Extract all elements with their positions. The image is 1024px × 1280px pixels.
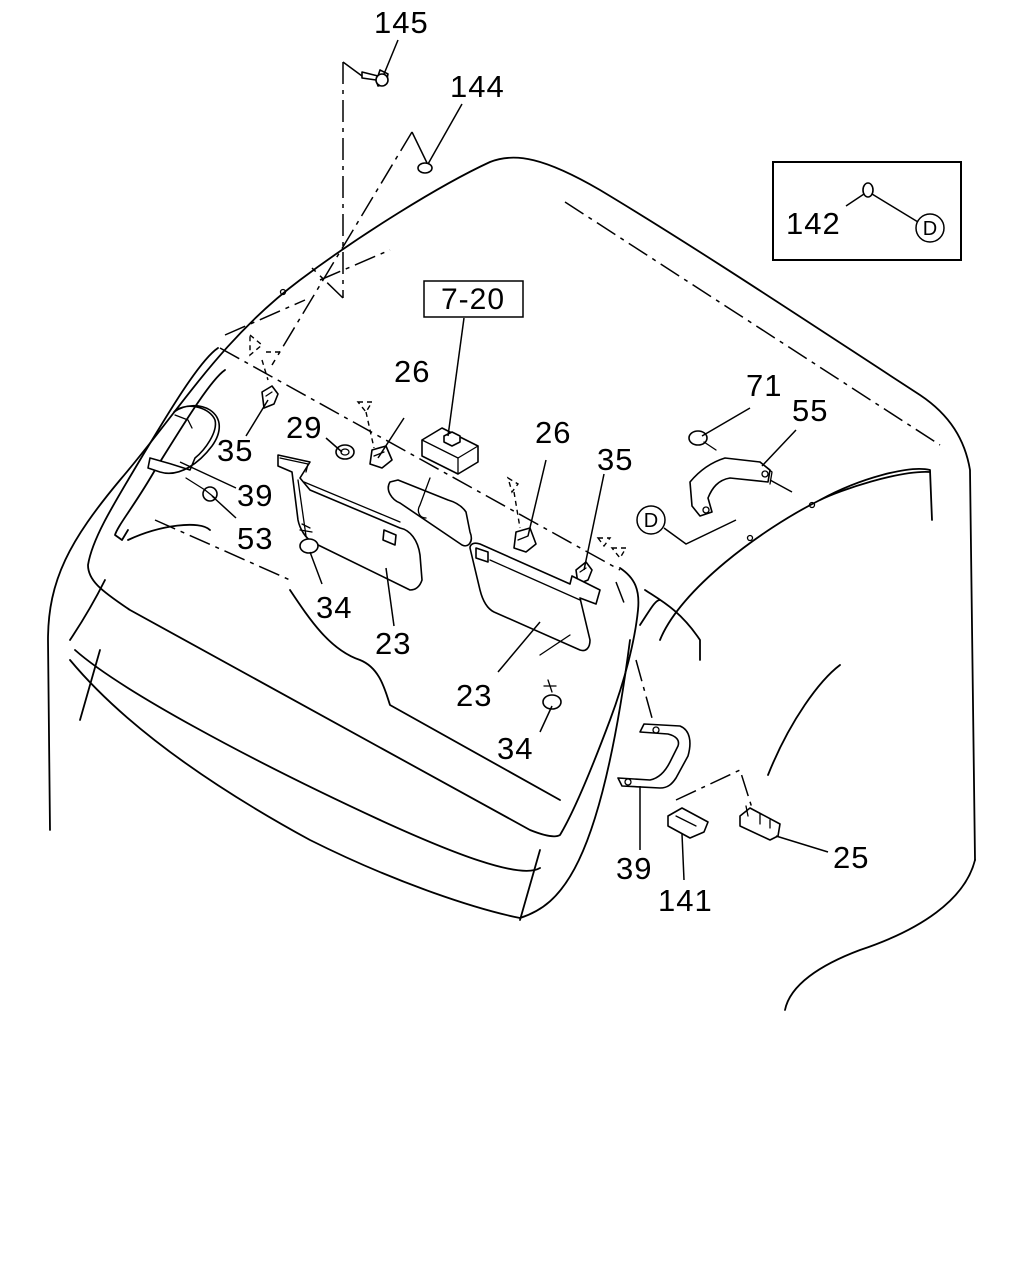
- screw-145: [361, 69, 389, 87]
- grab-handle-right: [617, 723, 691, 789]
- callout-23-left: 23: [375, 626, 411, 661]
- sun-visor-right: [469, 542, 601, 652]
- marker-d: D: [636, 505, 666, 535]
- callout-26-right: 26: [535, 415, 571, 450]
- windshield: [69, 347, 661, 921]
- roof-holes: [279, 288, 816, 542]
- callout-25: 25: [833, 840, 869, 875]
- bolt-71: [688, 430, 717, 451]
- leader-lines-top: [249, 61, 429, 381]
- callout-39-right: 39: [616, 851, 652, 886]
- bracket-25: [739, 805, 781, 841]
- callout-23-right: 23: [456, 678, 492, 713]
- rearview-mirror: [387, 477, 473, 547]
- grab-handle-55: [689, 457, 773, 517]
- callout-34-left: 34: [316, 590, 352, 625]
- callout-55: 55: [792, 393, 828, 428]
- callout-29: 29: [286, 410, 322, 445]
- callout-39-left: 39: [237, 478, 273, 513]
- clip-34-left: [297, 479, 319, 554]
- callout-71: 71: [746, 368, 782, 403]
- trim-141: [667, 807, 709, 839]
- callout-145: 145: [374, 5, 429, 40]
- marker-d-label: D: [644, 510, 658, 532]
- holder-26-left: [356, 401, 393, 469]
- callout-53: 53: [237, 521, 273, 556]
- dome-lamp-7-20: [421, 427, 479, 475]
- clip-34-right: [539, 634, 571, 710]
- grab-handle-left: [147, 404, 221, 475]
- callout-35-left: 35: [217, 433, 253, 468]
- clip-144: [417, 162, 433, 174]
- detail-box: D 142: [772, 161, 962, 261]
- callout-26-left: 26: [394, 354, 430, 389]
- callout-144: 144: [450, 69, 505, 104]
- callout-142: 142: [786, 206, 841, 241]
- callout-141: 141: [658, 883, 713, 918]
- clip-35-right: [575, 537, 628, 585]
- detail-d-label: D: [923, 218, 937, 240]
- leader-lines: [179, 39, 829, 881]
- sun-visor-left: [277, 454, 423, 591]
- callout-34-right: 34: [497, 731, 533, 766]
- reference-box-7-20: 7-20: [423, 280, 524, 318]
- nut-29: [335, 444, 355, 460]
- holder-26-right: [506, 476, 537, 553]
- callout-7-20: 7-20: [441, 283, 505, 316]
- callout-labels: 145 144 26 29 35 39 53 34 23 26 35 23 34…: [217, 5, 869, 918]
- callout-35-right: 35: [597, 442, 633, 477]
- screw-53: [185, 477, 218, 502]
